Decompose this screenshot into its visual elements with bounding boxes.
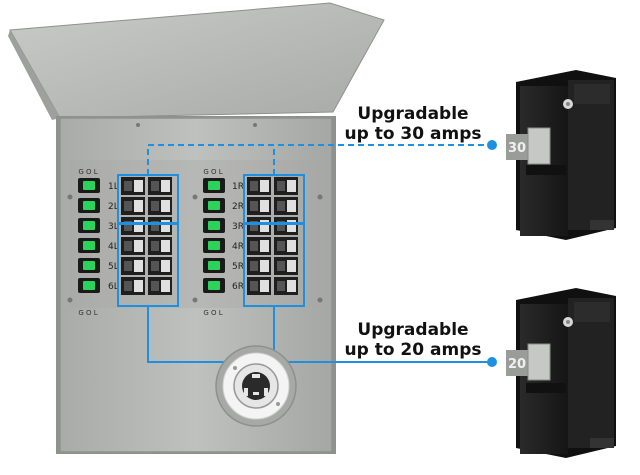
right-indicator-light-4: [208, 241, 220, 250]
left-indicator-light-2: [83, 201, 95, 210]
right-indicator-switches: [203, 178, 225, 293]
left-indicator-light-5: [83, 261, 95, 270]
right-breaker-plate-5-1: [260, 260, 269, 272]
left-breaker-toggle-4-2: [151, 241, 159, 251]
left-breaker-toggle-2-1: [124, 201, 132, 211]
left-breaker-toggle-6-1: [124, 281, 132, 291]
right-breaker-plate-3-2: [287, 220, 296, 232]
left-breaker-plate-1-1: [134, 180, 143, 192]
right-breaker-toggle-4-1: [250, 241, 258, 251]
left-breaker-toggle-5-1: [124, 261, 132, 271]
left-breaker-plate-2-2: [161, 200, 170, 212]
left-breaker-toggle-2-2: [151, 201, 159, 211]
right-indicator-light-1: [208, 181, 220, 190]
right-breaker-plate-4-1: [260, 240, 269, 252]
left-indicator-light-1: [83, 181, 95, 190]
right-breaker-toggle-6-2: [277, 281, 285, 291]
right-breaker-plate-1-1: [260, 180, 269, 192]
panel-lid: [8, 2, 385, 120]
right-breaker-toggle-5-1: [250, 261, 258, 271]
right-breaker-plate-4-2: [287, 240, 296, 252]
left-breaker-plate-2-1: [134, 200, 143, 212]
leader-30-amps: [147, 140, 497, 175]
right-indicator-light-5: [208, 261, 220, 270]
left-circuit-label-2: 2L: [108, 202, 119, 212]
right-indicator-light-2: [208, 201, 220, 210]
left-breaker-toggle-6-2: [151, 281, 159, 291]
left-indicator-header-bottom: G O L: [78, 309, 97, 317]
left-indicator-light-3: [83, 221, 95, 230]
right-breaker-plate-5-2: [287, 260, 296, 272]
breaker-20-amp: 20: [506, 288, 616, 458]
callout-20-line1: Upgradable: [357, 320, 469, 340]
right-circuit-label-3: 3R: [232, 222, 244, 232]
left-breaker-plate-6-2: [161, 280, 170, 292]
left-circuit-label-6: 6L: [108, 282, 119, 292]
left-breaker-toggle-3-1: [124, 221, 132, 231]
right-breaker-toggle-3-2: [277, 221, 285, 231]
right-breaker-toggle-2-2: [277, 201, 285, 211]
right-breaker-plate-6-1: [260, 280, 269, 292]
right-circuit-label-2: 2R: [232, 202, 244, 212]
right-indicator-header-bottom: G O L: [203, 309, 222, 317]
left-breaker-plate-1-2: [161, 180, 170, 192]
callout-30-amps: Upgradable up to 30 amps: [338, 104, 488, 144]
left-indicator-header-top: G O L: [78, 168, 97, 176]
left-circuit-label-4: 4L: [108, 242, 119, 252]
right-breaker-plate-3-1: [260, 220, 269, 232]
left-indicator-light-4: [83, 241, 95, 250]
left-breaker-toggle-3-2: [151, 221, 159, 231]
right-indicator-header-top: G O L: [203, 168, 222, 176]
left-circuit-labels: 1L 2L 3L 4L 5L 6L: [108, 182, 119, 292]
right-circuit-labels: 1R 2R 3R 4R 5R 6R: [232, 182, 244, 292]
right-indicator-light-3: [208, 221, 220, 230]
right-breaker-toggle-2-1: [250, 201, 258, 211]
breaker-20-rating: 20: [508, 357, 526, 372]
left-breaker-toggle-1-1: [124, 181, 132, 191]
left-breaker-plate-6-1: [134, 280, 143, 292]
right-indicator-light-6: [208, 281, 220, 290]
left-breaker-plate-3-2: [161, 220, 170, 232]
left-breaker-toggle-5-2: [151, 261, 159, 271]
power-inlet: [215, 345, 297, 427]
right-breaker-toggle-1-2: [277, 181, 285, 191]
right-breaker-toggle-4-2: [277, 241, 285, 251]
right-circuit-label-1: 1R: [232, 182, 244, 192]
left-breaker-toggle-1-2: [151, 181, 159, 191]
left-breaker-plate-5-2: [161, 260, 170, 272]
left-breaker-plate-3-1: [134, 220, 143, 232]
right-circuit-label-6: 6R: [232, 282, 244, 292]
left-breaker-plate-4-1: [134, 240, 143, 252]
right-circuit-label-5: 5R: [232, 262, 244, 272]
right-breaker-toggle-3-1: [250, 221, 258, 231]
breaker-30-amp: 30: [506, 70, 616, 240]
callout-30-line1: Upgradable: [357, 104, 469, 124]
left-breaker-plate-5-1: [134, 260, 143, 272]
left-breaker-toggle-4-1: [124, 241, 132, 251]
right-breaker-plate-6-2: [287, 280, 296, 292]
right-breaker-toggle-5-2: [277, 261, 285, 271]
right-breaker-toggle-1-1: [250, 181, 258, 191]
callout-30-line2: up to 30 amps: [344, 124, 482, 144]
right-circuit-label-4: 4R: [232, 242, 244, 252]
left-circuit-label-1: 1L: [108, 182, 119, 192]
right-breaker-plate-1-2: [287, 180, 296, 192]
right-breaker-toggle-6-1: [250, 281, 258, 291]
panel-screws: [67, 123, 323, 303]
breaker-30-rating: 30: [508, 141, 526, 156]
right-breaker-plate-2-1: [260, 200, 269, 212]
right-breaker-bank: [247, 177, 298, 295]
left-indicator-light-6: [83, 281, 95, 290]
callout-20-line2: up to 20 amps: [344, 340, 482, 360]
right-breaker-plate-2-2: [287, 200, 296, 212]
left-circuit-label-3: 3L: [108, 222, 119, 232]
left-indicator-switches: [78, 178, 100, 293]
left-breaker-bank: [121, 177, 172, 295]
left-breaker-plate-4-2: [161, 240, 170, 252]
callout-20-amps: Upgradable up to 20 amps: [338, 320, 488, 360]
left-circuit-label-5: 5L: [108, 262, 119, 272]
